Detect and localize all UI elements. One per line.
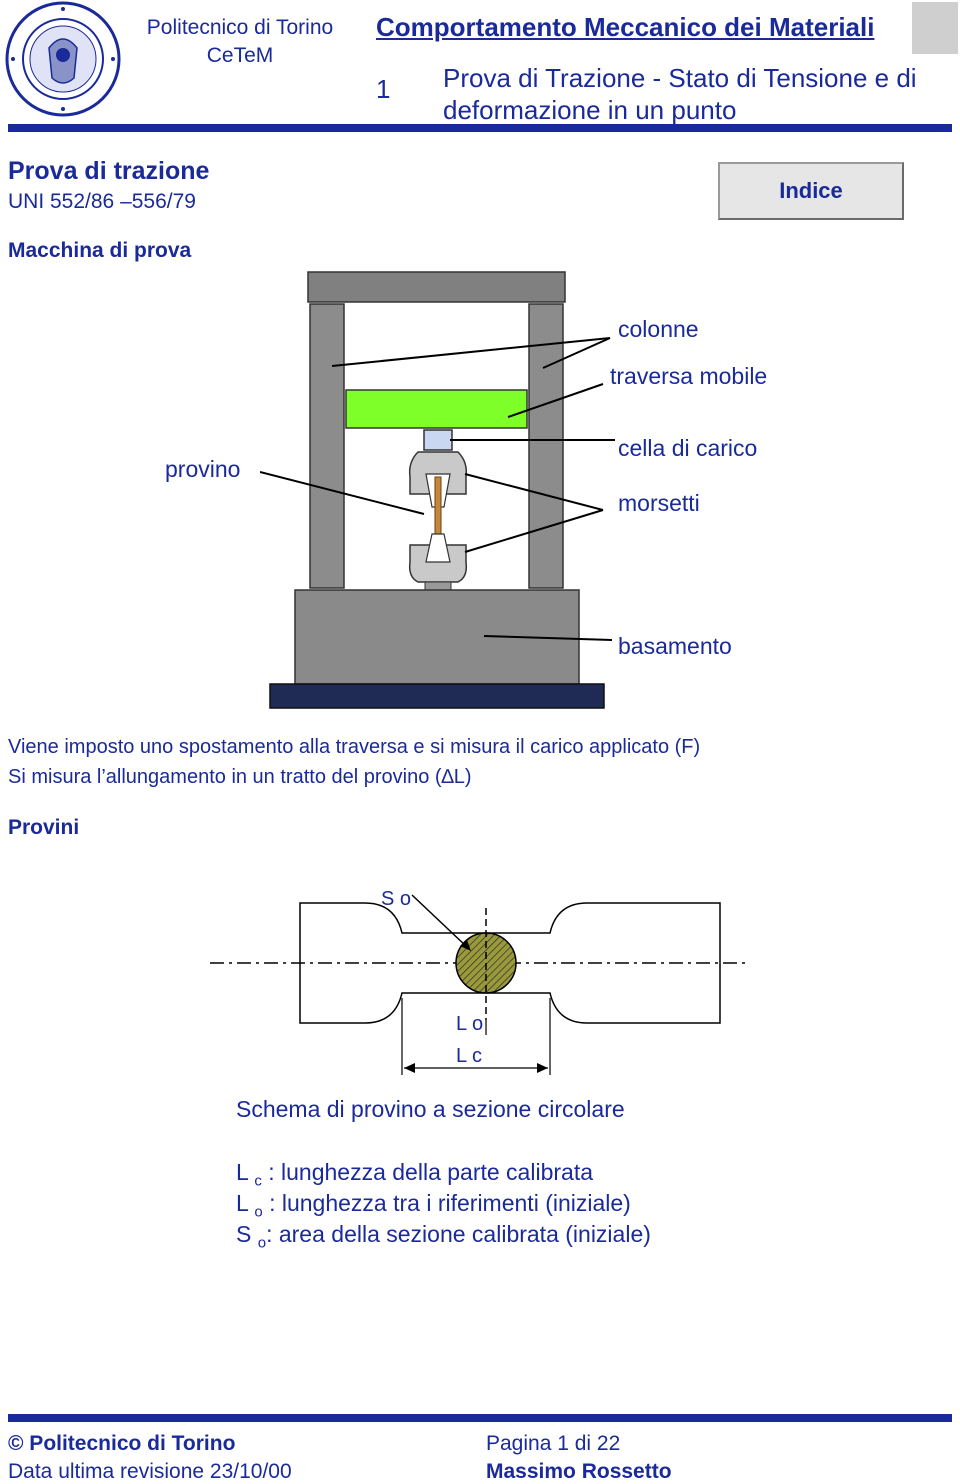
footer-divider <box>8 1414 952 1422</box>
specimen-schematic: S o L o L c <box>210 888 745 1075</box>
base-plate <box>269 683 605 709</box>
organization-line2: CeTeM <box>206 44 274 67</box>
right-column <box>528 303 564 589</box>
label-morsetti: morsetti <box>618 490 700 516</box>
footer-author: Massimo Rossetto <box>486 1460 672 1483</box>
crosshead <box>345 389 528 429</box>
legend-lo: L o : lunghezza tra i riferimenti (inizi… <box>236 1190 631 1221</box>
header-decoration <box>912 2 958 54</box>
footer-page-number: Pagina 1 di 22 <box>486 1432 621 1455</box>
label-cella-di-carico: cella di carico <box>618 435 757 461</box>
chapter-title: Prova di Trazione - Stato di Tensione e … <box>443 63 917 125</box>
machine-heading: Macchina di prova <box>8 239 192 262</box>
testing-machine-diagram: colonne traversa mobile cella di carico … <box>260 271 767 709</box>
lower-grip <box>408 544 468 583</box>
legend-so: S o: area della sezione calibrata (inizi… <box>236 1221 651 1252</box>
footer-copyright: © Politecnico di Torino <box>8 1432 236 1455</box>
chapter-number: 1 <box>376 74 391 104</box>
top-beam <box>307 271 566 303</box>
body-line-1: Viene imposto uno spostamento alla trave… <box>8 736 701 758</box>
organization-name: Politecnico di Torino CeTeM <box>133 14 347 70</box>
label-so: S o <box>381 888 411 910</box>
label-lc: L c <box>456 1045 482 1067</box>
label-lo: L o <box>456 1013 483 1035</box>
indice-button[interactable]: Indice <box>718 162 904 220</box>
specimen-caption: Schema di provino a sezione circolare <box>236 1096 625 1122</box>
body-line-2: Si misura l’allungamento in un tratto de… <box>8 766 472 788</box>
footer-revision-date: Data ultima revisione 23/10/00 <box>8 1460 292 1483</box>
header-divider <box>8 124 952 132</box>
organization-line1: Politecnico di Torino <box>146 16 334 39</box>
label-traversa-mobile: traversa mobile <box>610 363 767 389</box>
legend-lc: L c : lunghezza della parte calibrata <box>236 1159 593 1190</box>
upper-grip <box>408 451 468 495</box>
label-provino-outside: provino <box>165 456 241 482</box>
politecnico-seal-icon <box>4 0 122 118</box>
label-basamento: basamento <box>618 633 732 659</box>
load-cell <box>423 429 453 451</box>
provini-heading: Provini <box>8 816 80 839</box>
standard-reference: UNI 552/86 –556/79 <box>8 190 196 213</box>
left-column <box>309 303 345 589</box>
course-title: Comportamento Meccanico dei Materiali <box>376 12 875 42</box>
label-colonne: colonne <box>618 316 699 342</box>
section-title: Prova di trazione <box>8 157 210 185</box>
